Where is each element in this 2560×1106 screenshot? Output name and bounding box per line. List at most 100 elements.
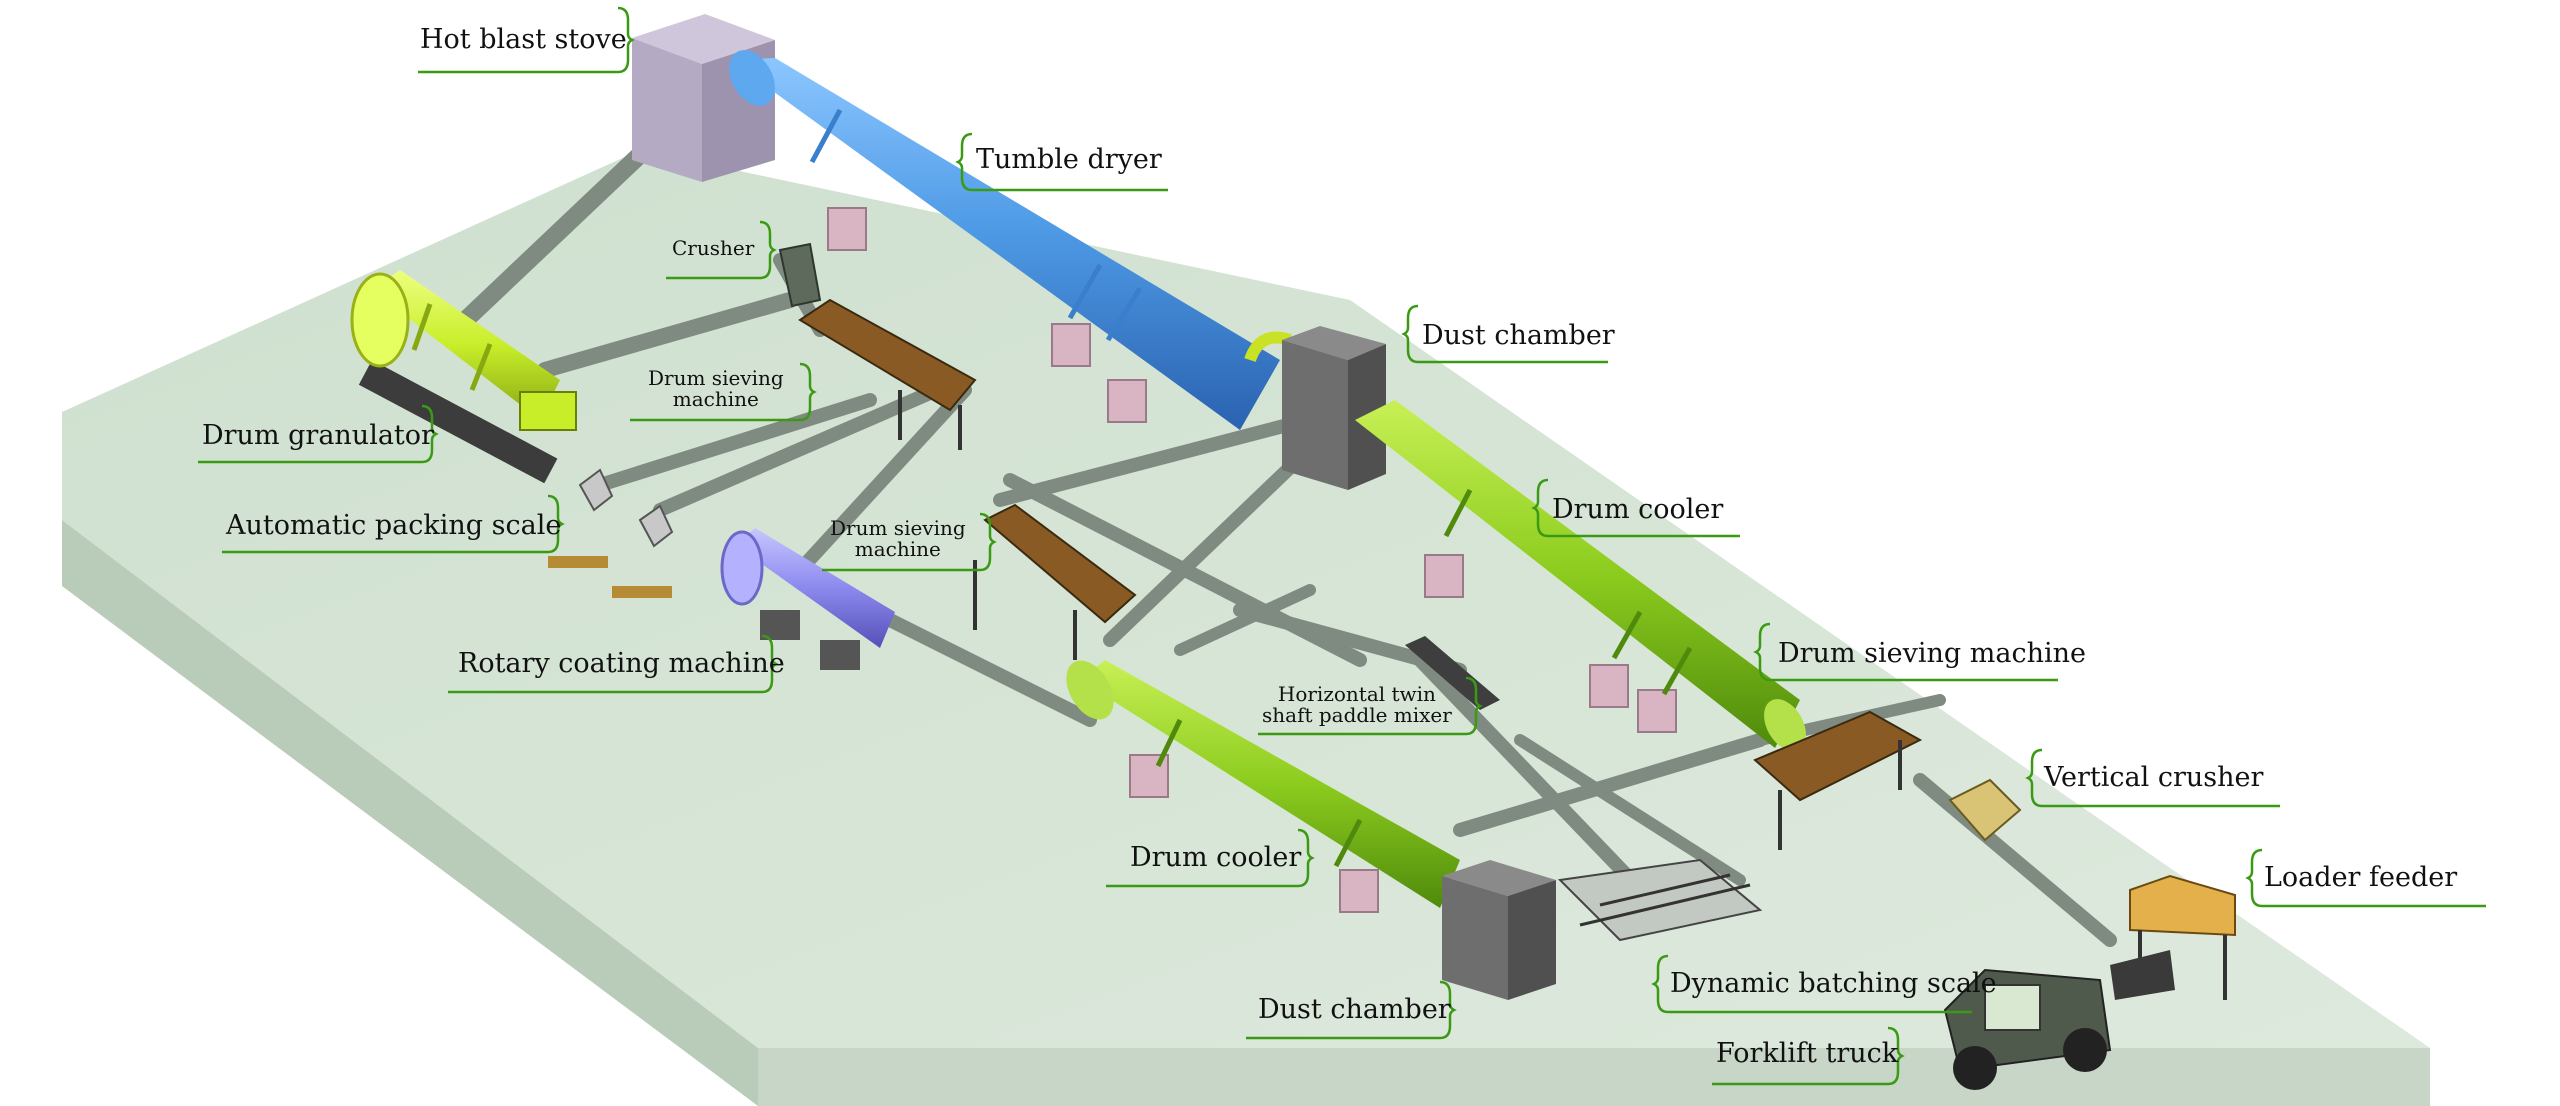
leader-drum-sieving-1 <box>630 362 817 422</box>
sieve1-body <box>798 298 977 412</box>
chamber-top-face <box>1282 326 1386 360</box>
cooler-top-end <box>1764 699 1806 751</box>
coating-foot <box>760 610 800 640</box>
dynamic-batching-scale <box>1557 858 1763 942</box>
leader-drum-sieving-right <box>1753 622 2058 682</box>
support <box>1339 869 1379 913</box>
label-drum-cooler-top: Drum cooler <box>1552 494 1724 525</box>
label-drum-sieving-right: Drum sieving machine <box>1778 638 2086 669</box>
coating-foot <box>820 640 860 670</box>
stove-front <box>632 38 702 182</box>
label-rotary-coating-machine: Rotary coating machine <box>458 648 785 679</box>
drum-sieving-2 <box>973 503 1137 660</box>
vertical-crusher <box>1948 778 2022 842</box>
crusher <box>778 242 822 308</box>
leader-vertical-crusher <box>2025 748 2280 808</box>
leader-loader-feeder <box>2245 848 2486 908</box>
leader-rotary-coating <box>448 634 779 694</box>
crusher-body <box>778 242 822 308</box>
leader-drum-cooler-top <box>1531 478 1740 538</box>
granulator-ring <box>411 303 433 351</box>
scale2-table <box>612 586 672 598</box>
label-vertical-crusher: Vertical crusher <box>2044 762 2264 793</box>
chamber-front <box>1282 340 1348 490</box>
leader-forklift-truck <box>1712 1026 1905 1086</box>
dryer-duct <box>1244 331 1292 363</box>
support <box>1107 379 1147 423</box>
support <box>1589 664 1629 708</box>
label-forklift-truck: Forklift truck <box>1716 1038 1899 1069</box>
truck-cab <box>1984 984 2041 1031</box>
support <box>1637 689 1677 733</box>
label-tumble-dryer: Tumble dryer <box>976 144 1162 175</box>
support <box>1424 554 1464 598</box>
label-horizontal-mixer: Horizontal twin shaft paddle mixer <box>1262 682 1452 727</box>
conveyor-granulator-sieve <box>537 292 798 378</box>
cooler-ring <box>1443 488 1473 538</box>
label-dynamic-batching-scale: Dynamic batching scale <box>1670 968 1997 999</box>
dryer-body <box>730 58 1280 430</box>
conveyor-coating-out <box>863 603 1097 727</box>
leader-dust-chamber-bottom <box>1246 980 1457 1040</box>
conveyor-packing-1 <box>593 393 877 492</box>
cooler-ring <box>1661 646 1693 696</box>
leader-crusher <box>666 220 777 280</box>
coating-body <box>735 528 895 648</box>
label-drum-sieving-2: Drum sieving machine <box>830 516 966 561</box>
support <box>827 207 867 251</box>
dust-chamber-top <box>1282 326 1386 490</box>
scale1-table <box>548 556 608 568</box>
label-dust-chamber-top: Dust chamber <box>1422 320 1615 351</box>
drum-sieving-right <box>1753 710 1923 850</box>
conveyor-batch <box>1514 734 1746 886</box>
chamber-bottom-front <box>1442 876 1508 1000</box>
leader-tumble-dryer <box>955 132 1168 192</box>
batch-rail <box>1579 883 1751 927</box>
leader-drum-granulator <box>198 404 439 464</box>
dust-chamber-bottom <box>1442 860 1556 1000</box>
supports <box>827 207 1677 913</box>
conveyor-to-sieve-r <box>1453 733 1767 837</box>
leader-automatic-packing-scale <box>222 494 565 554</box>
label-crusher: Crusher <box>672 236 755 260</box>
label-loader-feeder: Loader feeder <box>2264 862 2458 893</box>
granulator-end <box>350 272 410 368</box>
scale1-hopper <box>578 468 614 512</box>
chamber-bottom-side <box>1508 880 1556 1000</box>
drum-cooler-top-body <box>1355 400 1806 751</box>
dryer-ring <box>1105 286 1143 342</box>
label-drum-granulator: Drum granulator <box>202 420 434 451</box>
label-automatic-packing-scale: Automatic packing scale <box>226 510 562 541</box>
cooler-ring <box>1611 610 1643 660</box>
leader-lines <box>198 6 2486 1086</box>
automatic-packing-scale <box>548 468 674 598</box>
chamber-bottom-top <box>1442 860 1556 896</box>
granulator-body <box>372 270 560 420</box>
leader-horizontal-mixer <box>1258 676 1483 736</box>
batch-rail <box>1599 873 1731 907</box>
leader-dynamic-batching <box>1651 954 1972 1014</box>
support <box>1051 323 1091 367</box>
label-dust-chamber-bottom: Dust chamber <box>1258 994 1451 1025</box>
label-hot-blast-stove: Hot blast stove <box>420 24 627 55</box>
drum-granulator <box>350 270 577 484</box>
coating-end <box>720 530 764 606</box>
granulator-ring <box>469 343 493 391</box>
label-drum-cooler-bottom: Drum cooler <box>1130 842 1302 873</box>
scale2-hopper <box>638 504 674 548</box>
dryer-rings <box>809 108 1143 342</box>
cooler-top-body <box>1355 400 1800 748</box>
dryer-end <box>729 50 775 106</box>
cooler-ring <box>1333 818 1363 868</box>
cooler-ring <box>1155 718 1183 768</box>
conveyor-mixer-long <box>1413 653 1667 917</box>
vertical-crusher-body <box>1948 778 2022 842</box>
leader-drum-sieving-2 <box>822 512 997 572</box>
dryer-ring <box>809 108 843 164</box>
truck-wheel <box>1953 1046 1997 1090</box>
conveyor-mixer-2 <box>1174 584 1316 656</box>
tumble-dryer <box>729 50 1292 430</box>
loader-feeder <box>2129 874 2236 1000</box>
leader-hot-blast-stove <box>418 6 635 74</box>
